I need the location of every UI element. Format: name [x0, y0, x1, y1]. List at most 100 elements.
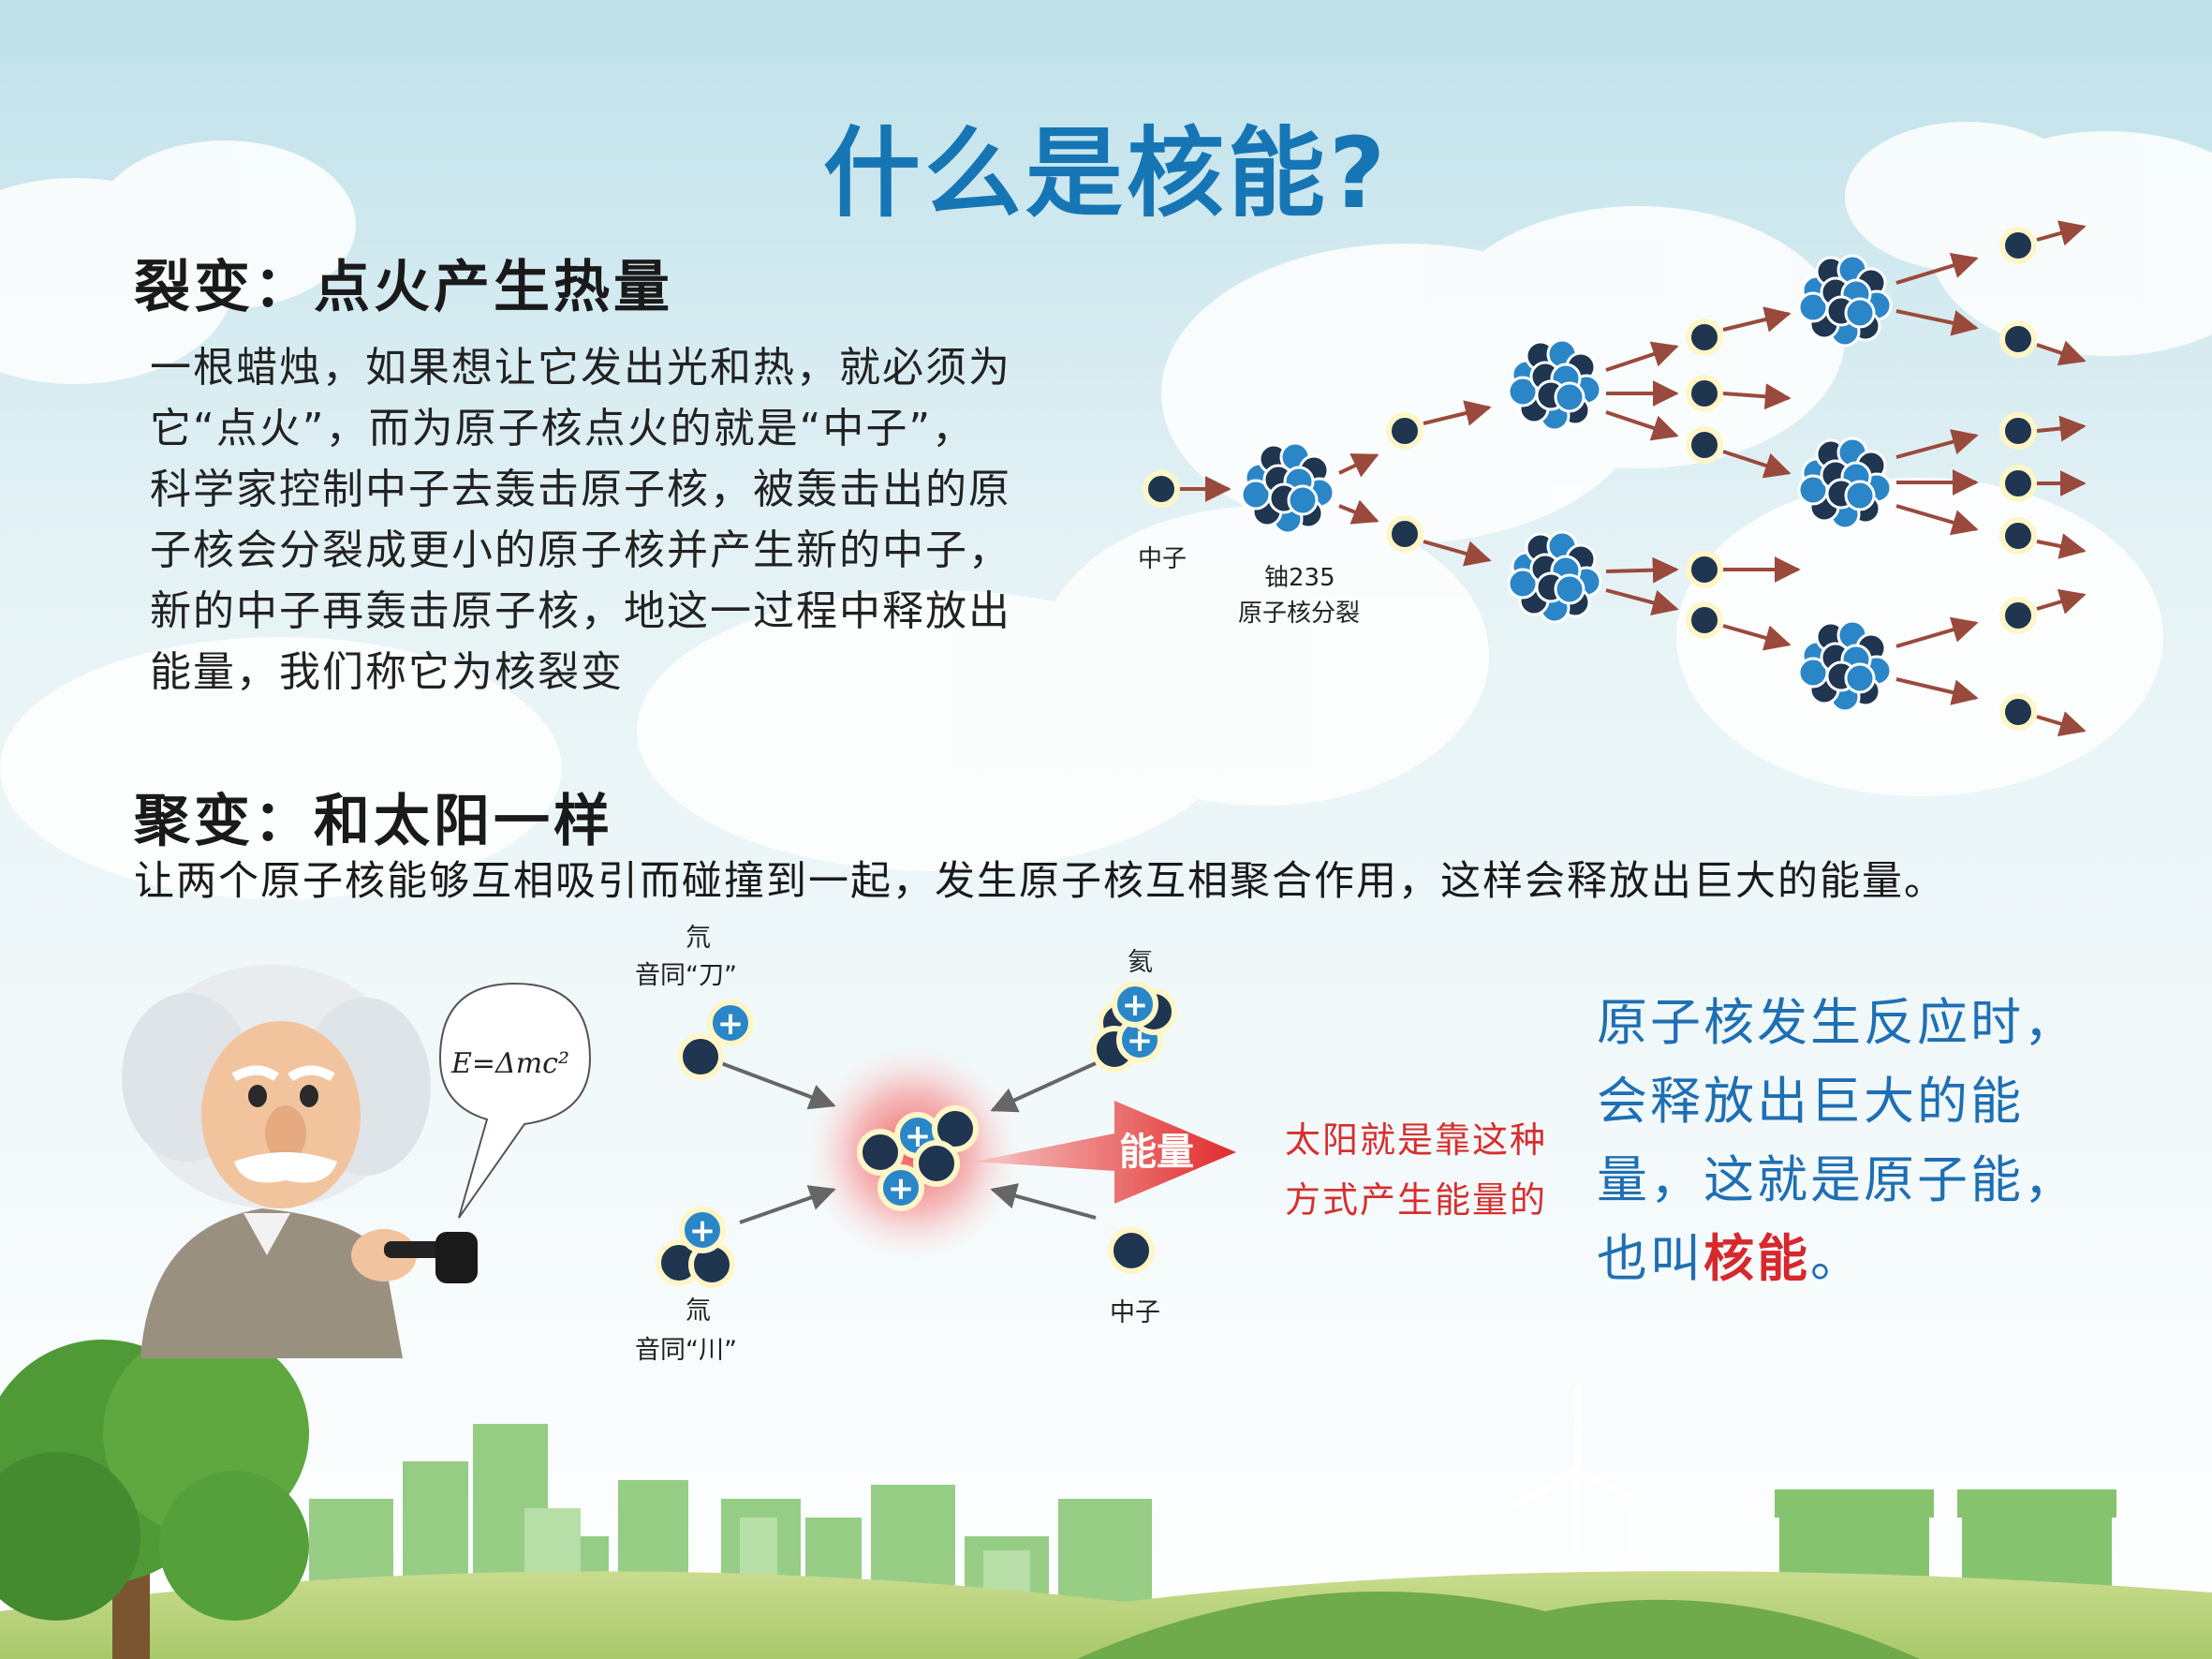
- fission-arrows: [1180, 220, 2087, 737]
- nuclear-energy-summary: 原子核发生反应时， 会释放出巨大的能 量，这就是原子能， 也叫核能。: [1597, 984, 2077, 1298]
- neutron-particle: [1686, 318, 1723, 356]
- uranium-label: 铀235: [1264, 564, 1335, 592]
- deuterium-char: 氘: [686, 924, 711, 953]
- fusion-heading: 聚变：和太阳一样: [134, 789, 613, 854]
- neutron-particle: [1999, 465, 2037, 502]
- fission-line: 一根蜡烛，如果想让它发出光和热，就必须为: [150, 344, 1011, 392]
- fission-line: 能量，我们称它为核裂变: [150, 648, 624, 696]
- reaction-arrow: [2036, 711, 2087, 737]
- reaction-arrow: [2036, 588, 2087, 615]
- summary-suffix: 。: [1810, 1229, 1864, 1288]
- sun-caption: 太阳就是靠这种 方式产生能量的: [1285, 1110, 1547, 1230]
- reaction-arrow: [1722, 306, 1792, 333]
- neutron-particle: [1999, 693, 2037, 731]
- fused-nucleus: + +: [857, 1105, 979, 1211]
- fission-line: 子核会分裂成更小的原子核并产生新的中子，: [150, 526, 1011, 574]
- svg-text:+: +: [1127, 1022, 1154, 1059]
- nucleon: [1287, 484, 1319, 516]
- reaction-arrow: [1605, 556, 1679, 584]
- svg-text:+: +: [905, 1118, 932, 1155]
- reaction-arrow: [1605, 410, 1679, 441]
- neutron-particle: [1386, 515, 1423, 553]
- summary-line: 原子核发生反应时，: [1597, 993, 2077, 1052]
- einstein-formula: E=Δmc²: [450, 1047, 569, 1080]
- neutron-particle: [1999, 597, 2037, 634]
- reaction-arrow: [1895, 616, 1979, 648]
- neutron-particle: [1686, 375, 1723, 412]
- neutron-particle: [1999, 227, 2037, 264]
- summary-line: 会释放出巨大的能: [1597, 1072, 2024, 1131]
- fission-split-label: 原子核分裂: [1238, 600, 1360, 628]
- neutron-particle: [1999, 412, 2037, 450]
- nuclear-energy-keyword: 核能: [1703, 1229, 1810, 1288]
- uranium-nucleus: [1797, 254, 1893, 348]
- free-neutron: [1108, 1227, 1155, 1274]
- energy-arrow: [974, 1101, 1236, 1204]
- neutron-label: 中子: [1110, 1298, 1160, 1327]
- neutron-particle: [1686, 551, 1723, 588]
- energy-label: 能量: [1119, 1131, 1194, 1174]
- neutron-particle: [1999, 517, 2037, 555]
- reaction-arrow: [1895, 252, 1979, 285]
- nucleon: [1844, 297, 1876, 329]
- reaction-arrow: [1895, 309, 1979, 336]
- neutron-particle: [1686, 601, 1723, 639]
- helium-nucleus: + +: [1091, 981, 1177, 1073]
- reaction-arrow: [1895, 677, 1979, 705]
- reaction-arrow: [1722, 383, 1792, 410]
- fission-line: 它“点火”，而为原子核点火的就是“中子”，: [150, 405, 976, 452]
- reaction-arrow: [1338, 453, 1379, 478]
- svg-text:+: +: [689, 1212, 716, 1250]
- fission-line: 新的中子再轰击原子核，地这一过程中释放出: [150, 587, 1011, 635]
- uranium-nucleus: [1797, 437, 1893, 530]
- reaction-arrow: [1605, 341, 1679, 372]
- svg-text:+: +: [717, 1005, 745, 1043]
- reaction-arrow: [2036, 415, 2087, 442]
- fission-heading: 裂变：点火产生热量: [134, 255, 673, 320]
- fusion-description: 让两个原子核能够互相吸引而碰撞到一起，发生原子核互相聚合作用，这样会释放出巨大的…: [134, 858, 1946, 905]
- uranium-nucleus: [1507, 338, 1602, 432]
- neutron-particle: [1686, 426, 1723, 464]
- fission-paragraph: 一根蜡烛，如果想让它发出光和热，就必须为 它“点火”，而为原子核点火的就是“中子…: [150, 337, 1086, 703]
- nucleon: [1844, 480, 1876, 511]
- deuterium-nucleus: +: [677, 1000, 754, 1080]
- reaction-arrow: [2036, 220, 2087, 246]
- fission-nodes: [1143, 227, 2037, 731]
- reaction-arrow: [1423, 400, 1492, 426]
- reaction-arrow: [1895, 504, 1979, 536]
- helium-char: 氦: [1128, 948, 1153, 977]
- nucleon: [1554, 573, 1585, 605]
- reaction-arrow: [1605, 588, 1679, 616]
- reaction-arrow: [1722, 450, 1792, 479]
- fusion-diagram: 能量 + + + + + + 氘: [635, 924, 1236, 1365]
- page-title: 什么是核能?: [822, 116, 1390, 230]
- summary-line: 也叫核能。: [1597, 1220, 2077, 1298]
- neutron-particle: [1999, 320, 2037, 358]
- uranium-nucleus: [1507, 530, 1602, 624]
- reaction-arrow: [2036, 340, 2087, 366]
- summary-line: 量，这就是原子能，: [1597, 1150, 2077, 1209]
- summary-prefix: 也叫: [1597, 1229, 1703, 1288]
- reaction-arrow: [1338, 499, 1379, 525]
- reaction-arrow: [1423, 540, 1492, 567]
- reaction-arrow: [1895, 429, 1979, 459]
- fission-line: 科学家控制中子去轰击原子核，被轰击出的原: [150, 466, 1011, 513]
- svg-text:+: +: [888, 1170, 915, 1207]
- fission-chain-diagram: 中子 铀235 原子核分裂: [1138, 220, 2087, 737]
- uranium-nucleus: [1797, 619, 1893, 713]
- neutron-label: 中子: [1138, 545, 1187, 573]
- nucleon: [1844, 662, 1876, 694]
- reaction-arrow: [1722, 624, 1792, 651]
- neutron-particle: [1386, 412, 1423, 450]
- reaction-arrow: [2036, 533, 2087, 559]
- sun-caption-line: 方式产生能量的: [1285, 1179, 1548, 1221]
- uranium-nucleus: [1240, 441, 1335, 535]
- tritium-char: 氚: [686, 1296, 711, 1326]
- sun-caption-line: 太阳就是靠这种: [1285, 1119, 1548, 1161]
- deuterium-note: 音同“刀”: [635, 961, 737, 990]
- svg-text:+: +: [1122, 986, 1149, 1024]
- tritium-nucleus: +: [656, 1207, 735, 1288]
- einstein-illustration: E=Δmc²: [122, 965, 592, 1358]
- tritium-note: 音同“川”: [635, 1336, 737, 1365]
- nucleon: [1554, 381, 1585, 413]
